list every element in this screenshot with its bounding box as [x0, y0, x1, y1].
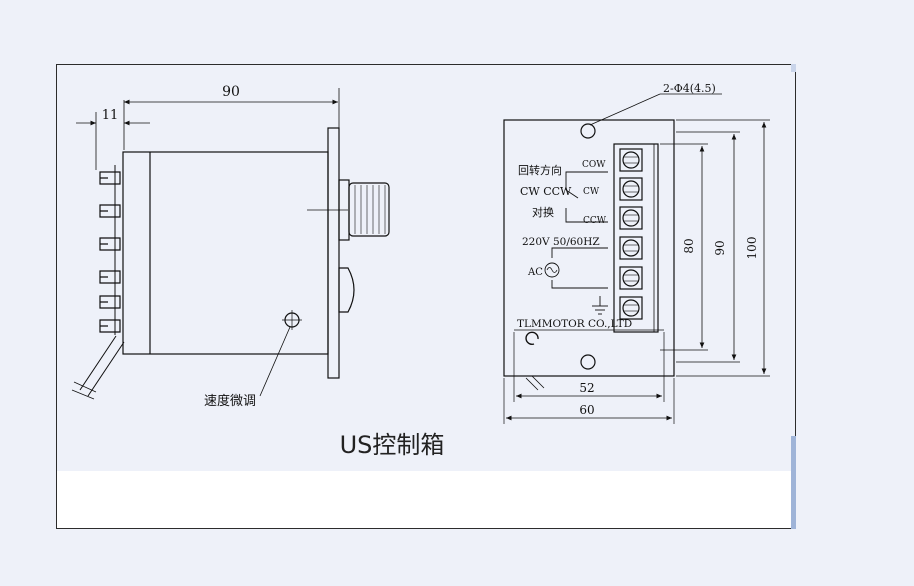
- rotation-label-2: CW CCW: [520, 185, 572, 198]
- scrollbar-thumb[interactable]: [791, 436, 796, 529]
- front-terminals: [619, 148, 643, 320]
- brand-label: TLMMOTOR CO.,LTD: [517, 318, 632, 330]
- dim-80: 80: [682, 238, 696, 253]
- terminal-cw-label: CW: [583, 187, 600, 197]
- image-frame: [56, 64, 796, 529]
- scrollbar-top[interactable]: [791, 64, 796, 72]
- dim-60: 60: [579, 403, 594, 417]
- front-view: [503, 93, 770, 424]
- terminal-cow-label: COW: [582, 160, 606, 170]
- dim-90-front: 90: [713, 240, 727, 255]
- dim-100: 100: [745, 237, 759, 260]
- side-terminals: [99, 171, 121, 333]
- power-label: 220V 50/60HZ: [522, 236, 600, 248]
- rotation-label-3: 对换: [532, 205, 554, 219]
- terminal-ccw-label: CCW: [583, 216, 607, 226]
- rotation-label-1: 回转方向: [518, 163, 562, 177]
- dim-90-side: 90: [222, 84, 240, 100]
- diagram-title: US控制箱: [340, 431, 445, 459]
- ac-label: AC: [527, 267, 543, 278]
- side-view: [71, 88, 390, 400]
- dim-11-side: 11: [102, 108, 119, 123]
- knob-label: 速度微调: [204, 393, 256, 409]
- drawing-area: [57, 65, 795, 471]
- dim-52: 52: [579, 381, 594, 395]
- hole-spec: 2-Φ4(4.5): [663, 82, 716, 95]
